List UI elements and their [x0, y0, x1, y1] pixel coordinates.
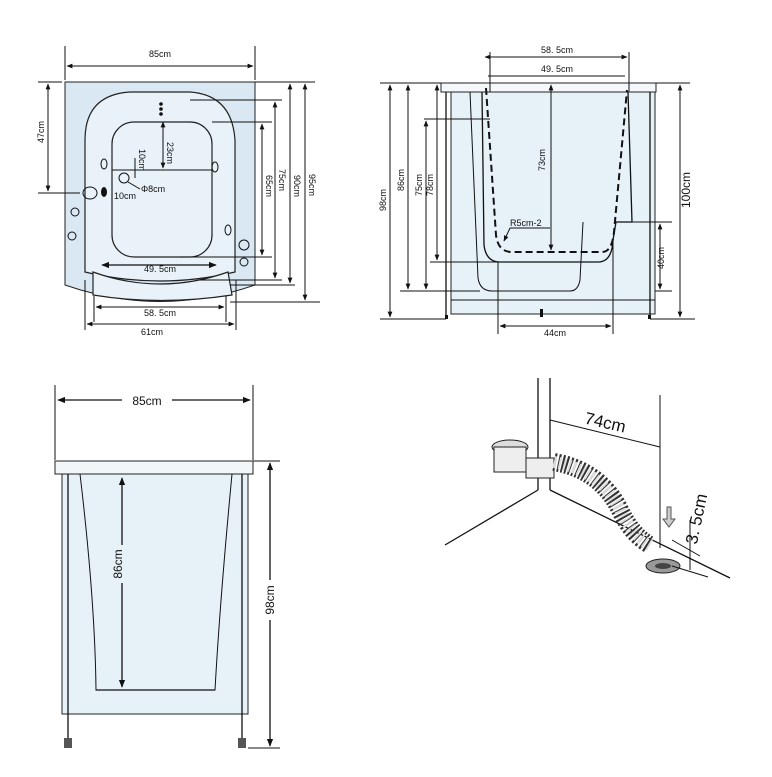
jet-icon: [101, 187, 107, 197]
dim-61-label: 61cm: [141, 327, 163, 337]
drain-view: 74cm 3. 5cm: [444, 378, 731, 579]
dim-47-label: 47cm: [36, 121, 46, 143]
handle-icon: [82, 186, 98, 200]
dim-75-label: 75cm: [277, 169, 287, 191]
dim-85-label: 85cm: [149, 49, 171, 59]
front-rim: [54, 460, 254, 475]
dim-44-label: 44cm: [544, 328, 566, 338]
radius-label: R5cm-2: [510, 218, 542, 228]
front-panel: [61, 473, 249, 715]
side-dim-49-5-label: 49. 5cm: [541, 64, 573, 74]
pillow-hole-icon: [118, 172, 130, 184]
dim-65-label: 65cm: [264, 175, 274, 197]
dia-8-label: Φ8cm: [141, 184, 165, 194]
front-depth-86-label: 86cm: [111, 549, 125, 578]
dim-98-label: 98cm: [378, 189, 388, 211]
dim-78-label: 78cm: [425, 174, 435, 196]
side-rim: [440, 82, 657, 93]
knob-icon: [239, 257, 249, 267]
dim-75-side-label: 75cm: [414, 174, 424, 196]
drain-pipe: [491, 439, 655, 553]
front-width-85-label: 85cm: [132, 394, 161, 408]
front-view: 85cm 86cm 98cm: [54, 385, 280, 749]
side-dim-58-5-label: 58. 5cm: [541, 45, 573, 55]
dim-86-label: 86cm: [396, 169, 406, 191]
dim-49-5-label: 49. 5cm: [144, 264, 176, 274]
dim-73-label: 73cm: [537, 149, 547, 171]
dim-23-label: 23cm: [165, 142, 175, 164]
valve-icon: [67, 231, 77, 241]
front-height-98-label: 98cm: [263, 585, 277, 614]
down-arrow-icon: [662, 506, 676, 528]
drain-icon: [238, 239, 250, 251]
faucet-icon: [70, 207, 80, 217]
jet-icon: [224, 224, 232, 236]
side-view: 58. 5cm 49. 5cm 73cm 98cm 86cm 75cm 78cm…: [378, 45, 695, 338]
dim-10-vertical-label: 10cm: [137, 149, 147, 171]
jet-icon: [211, 161, 219, 173]
dim-100-label: 100cm: [679, 172, 693, 208]
dim-90-label: 90cm: [292, 175, 302, 197]
dim-40-label: 40cm: [656, 247, 666, 269]
drain-height-3-5-label: 3. 5cm: [682, 492, 711, 546]
dim-95-label: 95cm: [307, 174, 317, 196]
step: [92, 271, 233, 302]
dim-10-horizontal-label: 10cm: [114, 191, 136, 201]
top-view: 85cm 47cm 23cm 10cm 10cm Φ8cm 65cm 75cm …: [36, 46, 320, 337]
dim-58-5-label: 58. 5cm: [144, 308, 176, 318]
jet-icon: [100, 158, 108, 170]
drain-distance-74-label: 74cm: [583, 409, 628, 437]
